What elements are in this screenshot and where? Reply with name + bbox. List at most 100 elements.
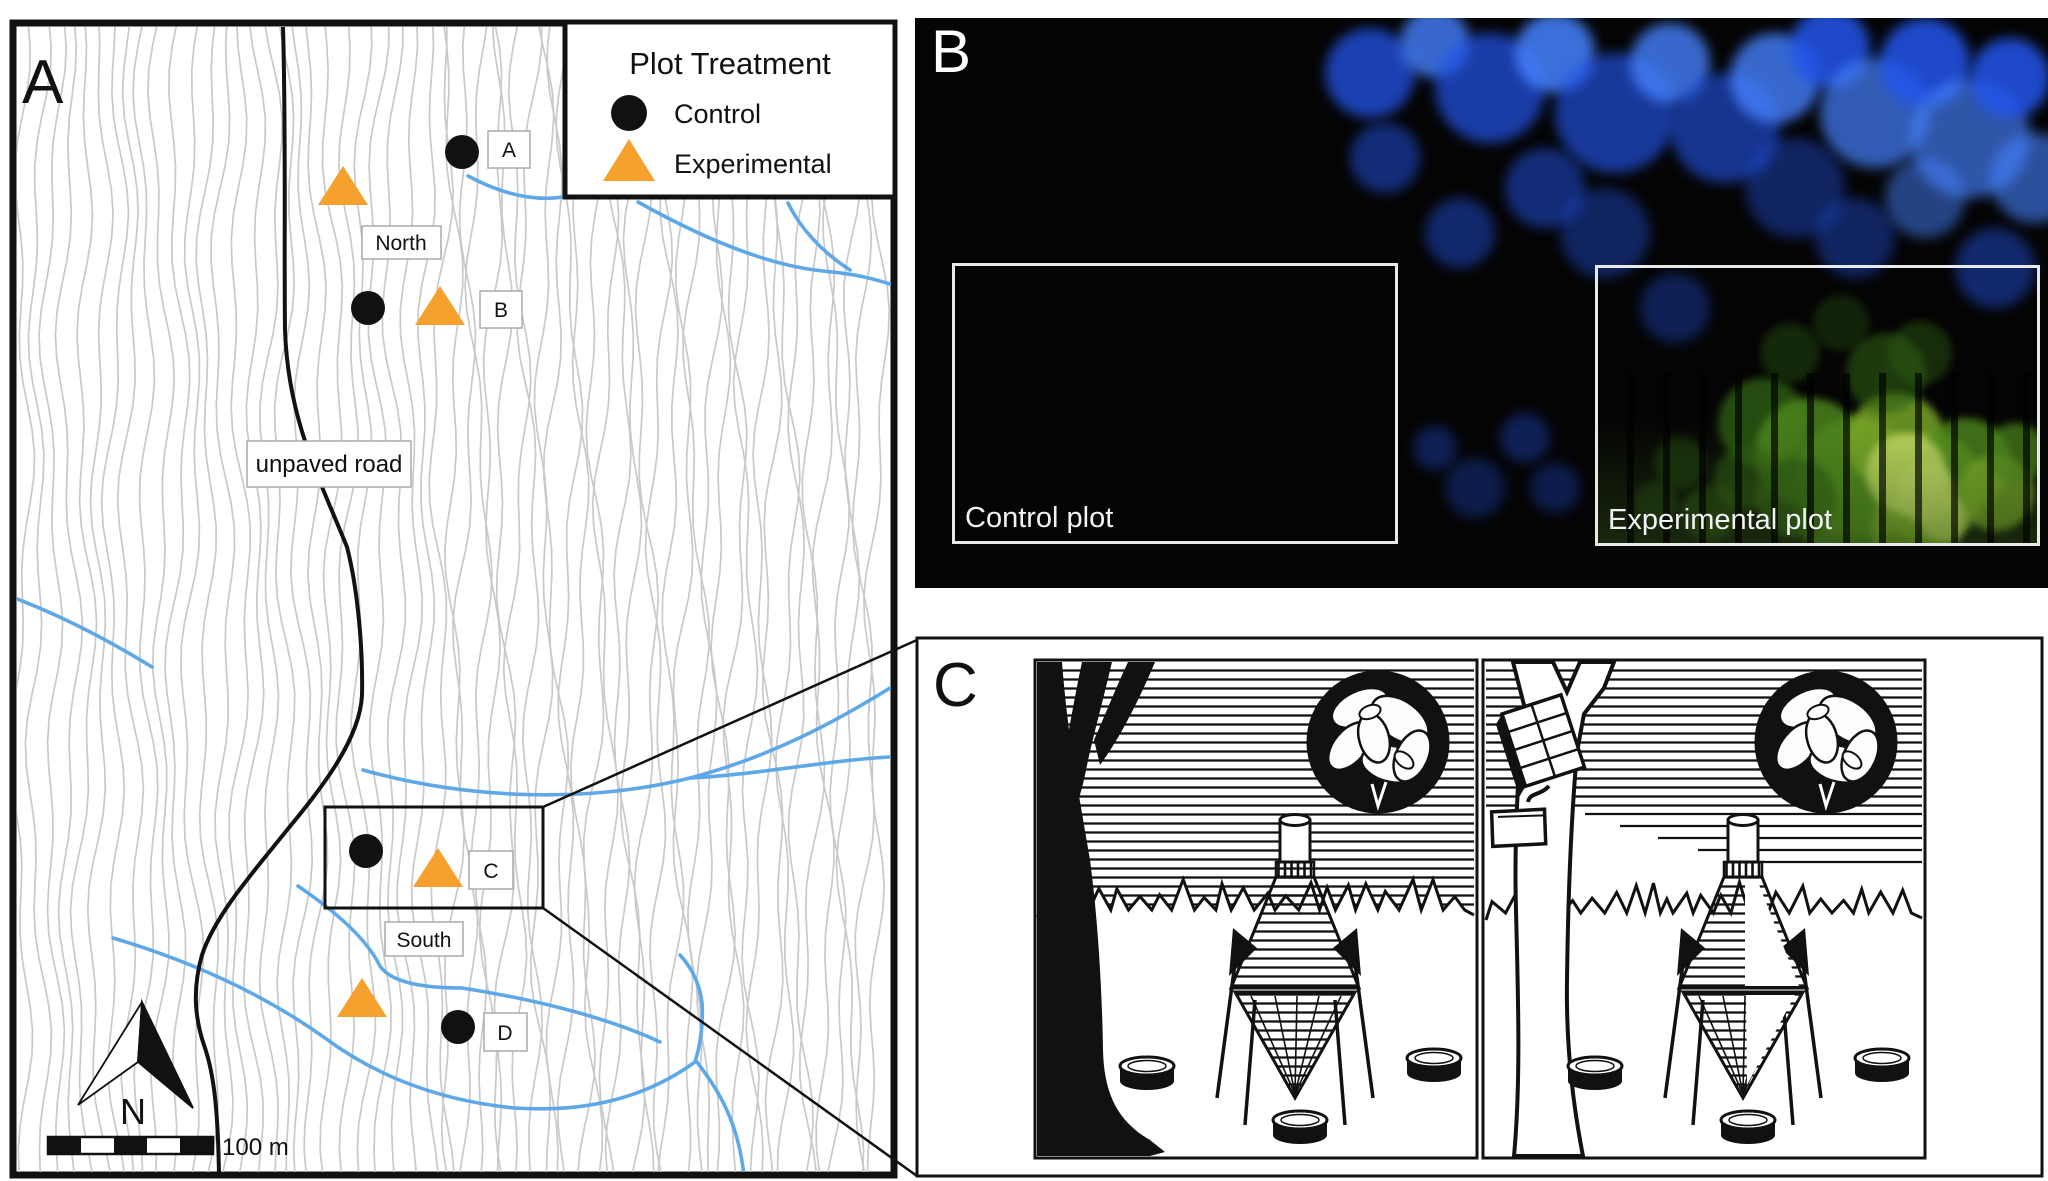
contour-line [86, 27, 114, 1172]
foliage-blob [1435, 33, 1545, 143]
contour-line [350, 27, 377, 1172]
foliage-blob [1880, 18, 1970, 108]
contour-line [787, 27, 814, 1172]
pitfall-cup [1405, 1047, 1463, 1084]
control-marker-b [351, 291, 385, 325]
contour-line [273, 27, 296, 1172]
plot-a-label: A [502, 139, 516, 162]
panel-b-photo: Control plot Experimental plot B [915, 18, 2048, 588]
scale-label: 100 m [222, 1134, 289, 1161]
solar-panel-icon [1495, 692, 1587, 797]
contour-line [116, 27, 145, 1172]
foliage-blob [1530, 463, 1580, 513]
inset-callout-lines [542, 638, 918, 1178]
panel-c-illustration: C [915, 636, 2044, 1178]
contour-line [38, 27, 68, 1172]
contour-line [761, 27, 784, 1172]
inset-rectangle [323, 805, 545, 910]
plot-b-label: B [494, 299, 508, 322]
contour-line [799, 27, 826, 1172]
contour-line [773, 27, 801, 1172]
circle-icon [611, 95, 647, 131]
foliage-blob [1350, 123, 1420, 193]
unpaved-road-line [193, 27, 365, 1172]
contour-line [180, 27, 205, 1172]
foliage-blob [1630, 23, 1710, 103]
contour-line [242, 27, 267, 1172]
foliage-blob [1505, 148, 1585, 228]
foliage-blob [1970, 38, 2048, 118]
legend-experimental-label: Experimental [674, 149, 832, 179]
contour-line [604, 27, 632, 1172]
foliage-blob [1400, 18, 1470, 78]
contour-line [722, 27, 748, 1172]
compass-label: N [120, 1091, 146, 1132]
light-fade-hatching [1585, 812, 1922, 864]
power-wire [1526, 784, 1551, 803]
contour-line [319, 27, 344, 1172]
contour-line [582, 27, 605, 1172]
contour-line [132, 27, 159, 1172]
control-plot-label: Control plot [965, 502, 1114, 534]
contour-line [290, 27, 314, 1172]
contour-line [555, 27, 584, 1172]
control-marker-d [441, 1010, 475, 1044]
pitfall-cup [1853, 1047, 1911, 1084]
foliage-blob [1413, 426, 1457, 470]
panel-b-label: B [931, 18, 972, 85]
foliage-blob [1445, 458, 1505, 518]
foliage-blob [1820, 58, 1930, 168]
contour-line [17, 27, 36, 1172]
contour-line [69, 27, 98, 1172]
contour-line [710, 27, 736, 1172]
foliage-blob [1425, 198, 1495, 268]
panel-a-map: North South unpaved road A B C D [9, 19, 918, 1179]
contour-line [835, 27, 865, 1172]
triangle-icon [603, 139, 655, 181]
foliage-blob [1515, 18, 1595, 93]
contour-line [428, 27, 455, 1172]
tree-outline [1510, 660, 1617, 1158]
scene-control-trap [1033, 658, 1479, 1160]
contour-line [440, 27, 465, 1172]
contour-line [54, 27, 84, 1172]
contour-line [195, 27, 219, 1172]
pitfall-cup [1271, 1109, 1329, 1146]
uv-light-icon [1489, 807, 1548, 849]
experimental-marker-d [337, 978, 387, 1017]
pitfall-cup [1566, 1055, 1624, 1092]
experimental-marker-c [413, 848, 463, 887]
contour-line [543, 27, 570, 1172]
contour-line [410, 27, 439, 1172]
contour-line [164, 27, 191, 1172]
foliage-blob [1813, 295, 1869, 351]
lit-trap-side [1745, 882, 1799, 1085]
foliage-blob [1745, 138, 1845, 238]
tree-silhouette [1037, 662, 1165, 1156]
contour-line [619, 27, 646, 1172]
foliage-blob [1670, 73, 1780, 183]
tree-trunk-streaks [1598, 372, 2037, 543]
control-plot-outline: Control plot [952, 263, 1398, 544]
experimental-plot-markers [318, 166, 465, 1017]
contour-line [530, 27, 555, 1172]
contour-line [502, 27, 532, 1172]
contour-line [644, 27, 674, 1172]
pitfall-cup [1118, 1055, 1176, 1092]
foliage-blob [1555, 53, 1675, 173]
contour-line [258, 27, 283, 1172]
plot-c-label: C [483, 860, 498, 883]
legend-control-label: Control [674, 99, 761, 129]
contour-line [862, 27, 891, 1172]
contour-line [811, 27, 836, 1172]
contour-line [492, 27, 517, 1172]
scene-experimental-trap [1481, 658, 1927, 1160]
panel-a-label: A [22, 48, 64, 117]
foliage-blob [1990, 133, 2048, 223]
contour-line [335, 27, 360, 1172]
foliage-blob [1885, 158, 1965, 238]
contour-lines [17, 27, 891, 1172]
moth-leaf-inset [1754, 670, 1898, 814]
